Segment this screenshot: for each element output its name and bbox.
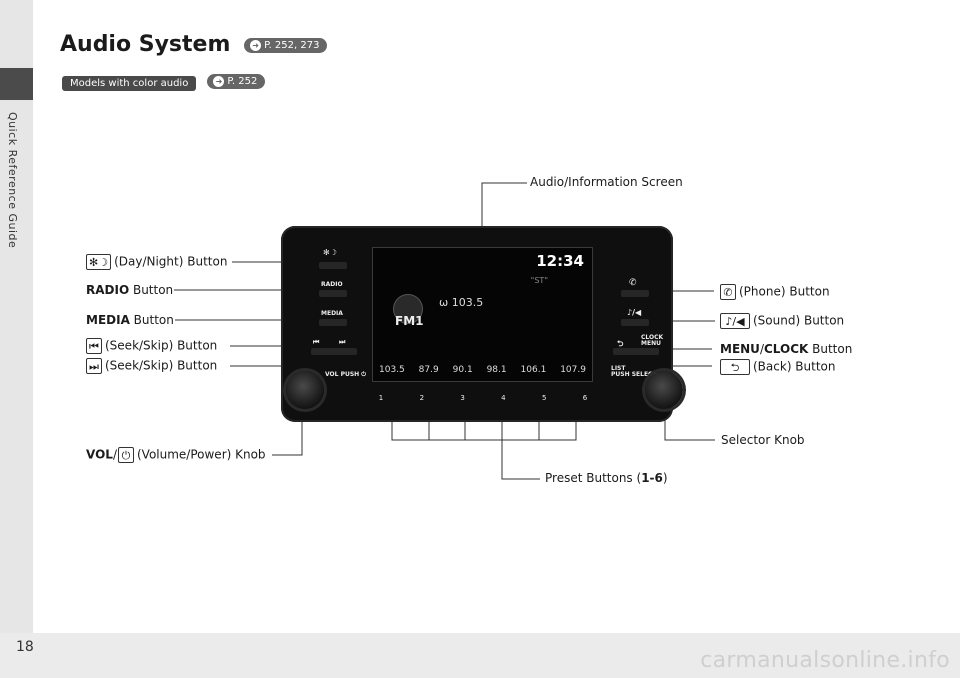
label-screen: Audio/Information Screen	[530, 175, 683, 189]
sound-icon: ♪/◀	[720, 313, 750, 329]
preset-keys: 1 2 3 4 5 6	[375, 394, 591, 402]
audio-unit: ✻☽ RADIO MEDIA ⏮ ⏭ VOL PUSH ⏻ 12:34 "ST"…	[281, 226, 683, 422]
sound-key-icon[interactable]: ♪/◀	[627, 308, 642, 317]
label-menu-clock: MENU/CLOCK Button	[720, 342, 853, 356]
title-page-ref-text: P. 252, 273	[264, 39, 320, 51]
side-tab-label: Quick Reference Guide	[6, 112, 19, 249]
side-tab: Quick Reference Guide	[0, 0, 33, 678]
day-night-key[interactable]	[319, 262, 347, 269]
skip-forward-key-icon[interactable]: ⏭	[339, 338, 346, 346]
selector-knob[interactable]	[645, 371, 683, 409]
page-ref-arrow-icon: ➜	[213, 76, 225, 87]
model-badge: Models with color audio	[62, 76, 197, 91]
badge-page-ref-text: P. 252	[227, 76, 258, 87]
screen-presets: 103.5 87.9 90.1 98.1 106.1 107.9	[379, 365, 586, 375]
screen-stereo-tag: "ST"	[530, 276, 548, 285]
skip-back-icon: ⏮	[86, 338, 102, 354]
page-ref-arrow-icon: ➜	[250, 39, 262, 51]
label-media: MEDIA Button	[86, 313, 174, 327]
radio-key[interactable]	[319, 290, 347, 297]
label-radio: RADIO Button	[86, 283, 174, 297]
label-selector: Selector Knob	[721, 433, 805, 447]
label-volume-power: VOL/⏻(Volume/Power) Knob	[86, 447, 266, 463]
phone-icon: ✆	[720, 284, 736, 300]
sound-key[interactable]	[621, 319, 649, 326]
day-night-key-icon[interactable]: ✻☽	[323, 248, 337, 257]
page-footer	[0, 633, 960, 678]
preset-key[interactable]: 1	[378, 394, 384, 402]
screen-preset[interactable]: 98.1	[486, 365, 507, 375]
screen-preset[interactable]: 103.5	[379, 365, 405, 375]
label-presets: Preset Buttons (1-6)	[545, 471, 668, 485]
page-title: Audio System ➜P. 252, 273	[60, 32, 328, 57]
label-seek-forward: ⏭(Seek/Skip) Button	[86, 358, 217, 374]
label-sound: ♪/◀(Sound) Button	[720, 313, 844, 329]
label-back: ⮌(Back) Button	[720, 359, 836, 375]
page-title-text: Audio System	[60, 32, 231, 57]
preset-key[interactable]: 6	[582, 394, 588, 402]
preset-key[interactable]: 5	[541, 394, 547, 402]
label-seek-back: ⏮(Seek/Skip) Button	[86, 338, 217, 354]
title-page-ref[interactable]: ➜P. 252, 273	[244, 37, 328, 53]
fm-signal-icon	[393, 294, 423, 324]
sun-moon-icon: ✻☽	[86, 254, 112, 270]
phone-key-icon[interactable]: ✆	[629, 278, 637, 288]
screen-station: ω 103.5	[439, 296, 484, 309]
watermark: carmanualsonline.info	[700, 648, 950, 673]
media-key[interactable]	[319, 319, 347, 326]
preset-key[interactable]: 4	[501, 394, 506, 402]
back-arrow-icon: ⮌	[720, 359, 750, 375]
screen-preset[interactable]: 106.1	[520, 365, 547, 375]
label-phone: ✆(Phone) Button	[720, 284, 830, 300]
volume-power-knob[interactable]	[286, 371, 324, 409]
side-tab-marker	[0, 68, 33, 100]
screen-preset[interactable]: 90.1	[452, 365, 473, 375]
vol-key-label: VOL PUSH ⏻	[325, 371, 367, 378]
radio-key-label: RADIO	[321, 281, 343, 288]
page-number: 18	[16, 639, 34, 655]
preset-key[interactable]: 2	[419, 394, 425, 402]
model-badge-row: Models with color audio ➜P. 252	[62, 71, 266, 91]
screen-preset[interactable]: 107.9	[560, 365, 586, 375]
badge-page-ref[interactable]: ➜P. 252	[207, 74, 266, 89]
preset-key[interactable]: 3	[460, 394, 465, 402]
callout-presets-stem	[501, 440, 540, 480]
screen-preset[interactable]: 87.9	[418, 365, 439, 375]
back-key-icon[interactable]: ⮌	[617, 339, 624, 348]
power-icon: ⏻	[117, 447, 134, 463]
screen-clock: 12:34	[536, 252, 584, 270]
skip-forward-icon: ⏭	[86, 358, 102, 374]
screen-band: FM1	[395, 314, 424, 328]
phone-key[interactable]	[621, 290, 649, 297]
media-key-label: MEDIA	[321, 310, 343, 317]
seek-keys[interactable]	[311, 348, 357, 355]
label-day-night: ✻☽(Day/Night) Button	[86, 254, 227, 270]
back-menu-keys[interactable]	[613, 348, 659, 355]
callout-presets-bar	[391, 408, 577, 441]
skip-back-key-icon[interactable]: ⏮	[313, 338, 320, 346]
audio-info-screen[interactable]: 12:34 "ST" FM1 ω 103.5 103.5 87.9 90.1 9…	[372, 247, 593, 382]
